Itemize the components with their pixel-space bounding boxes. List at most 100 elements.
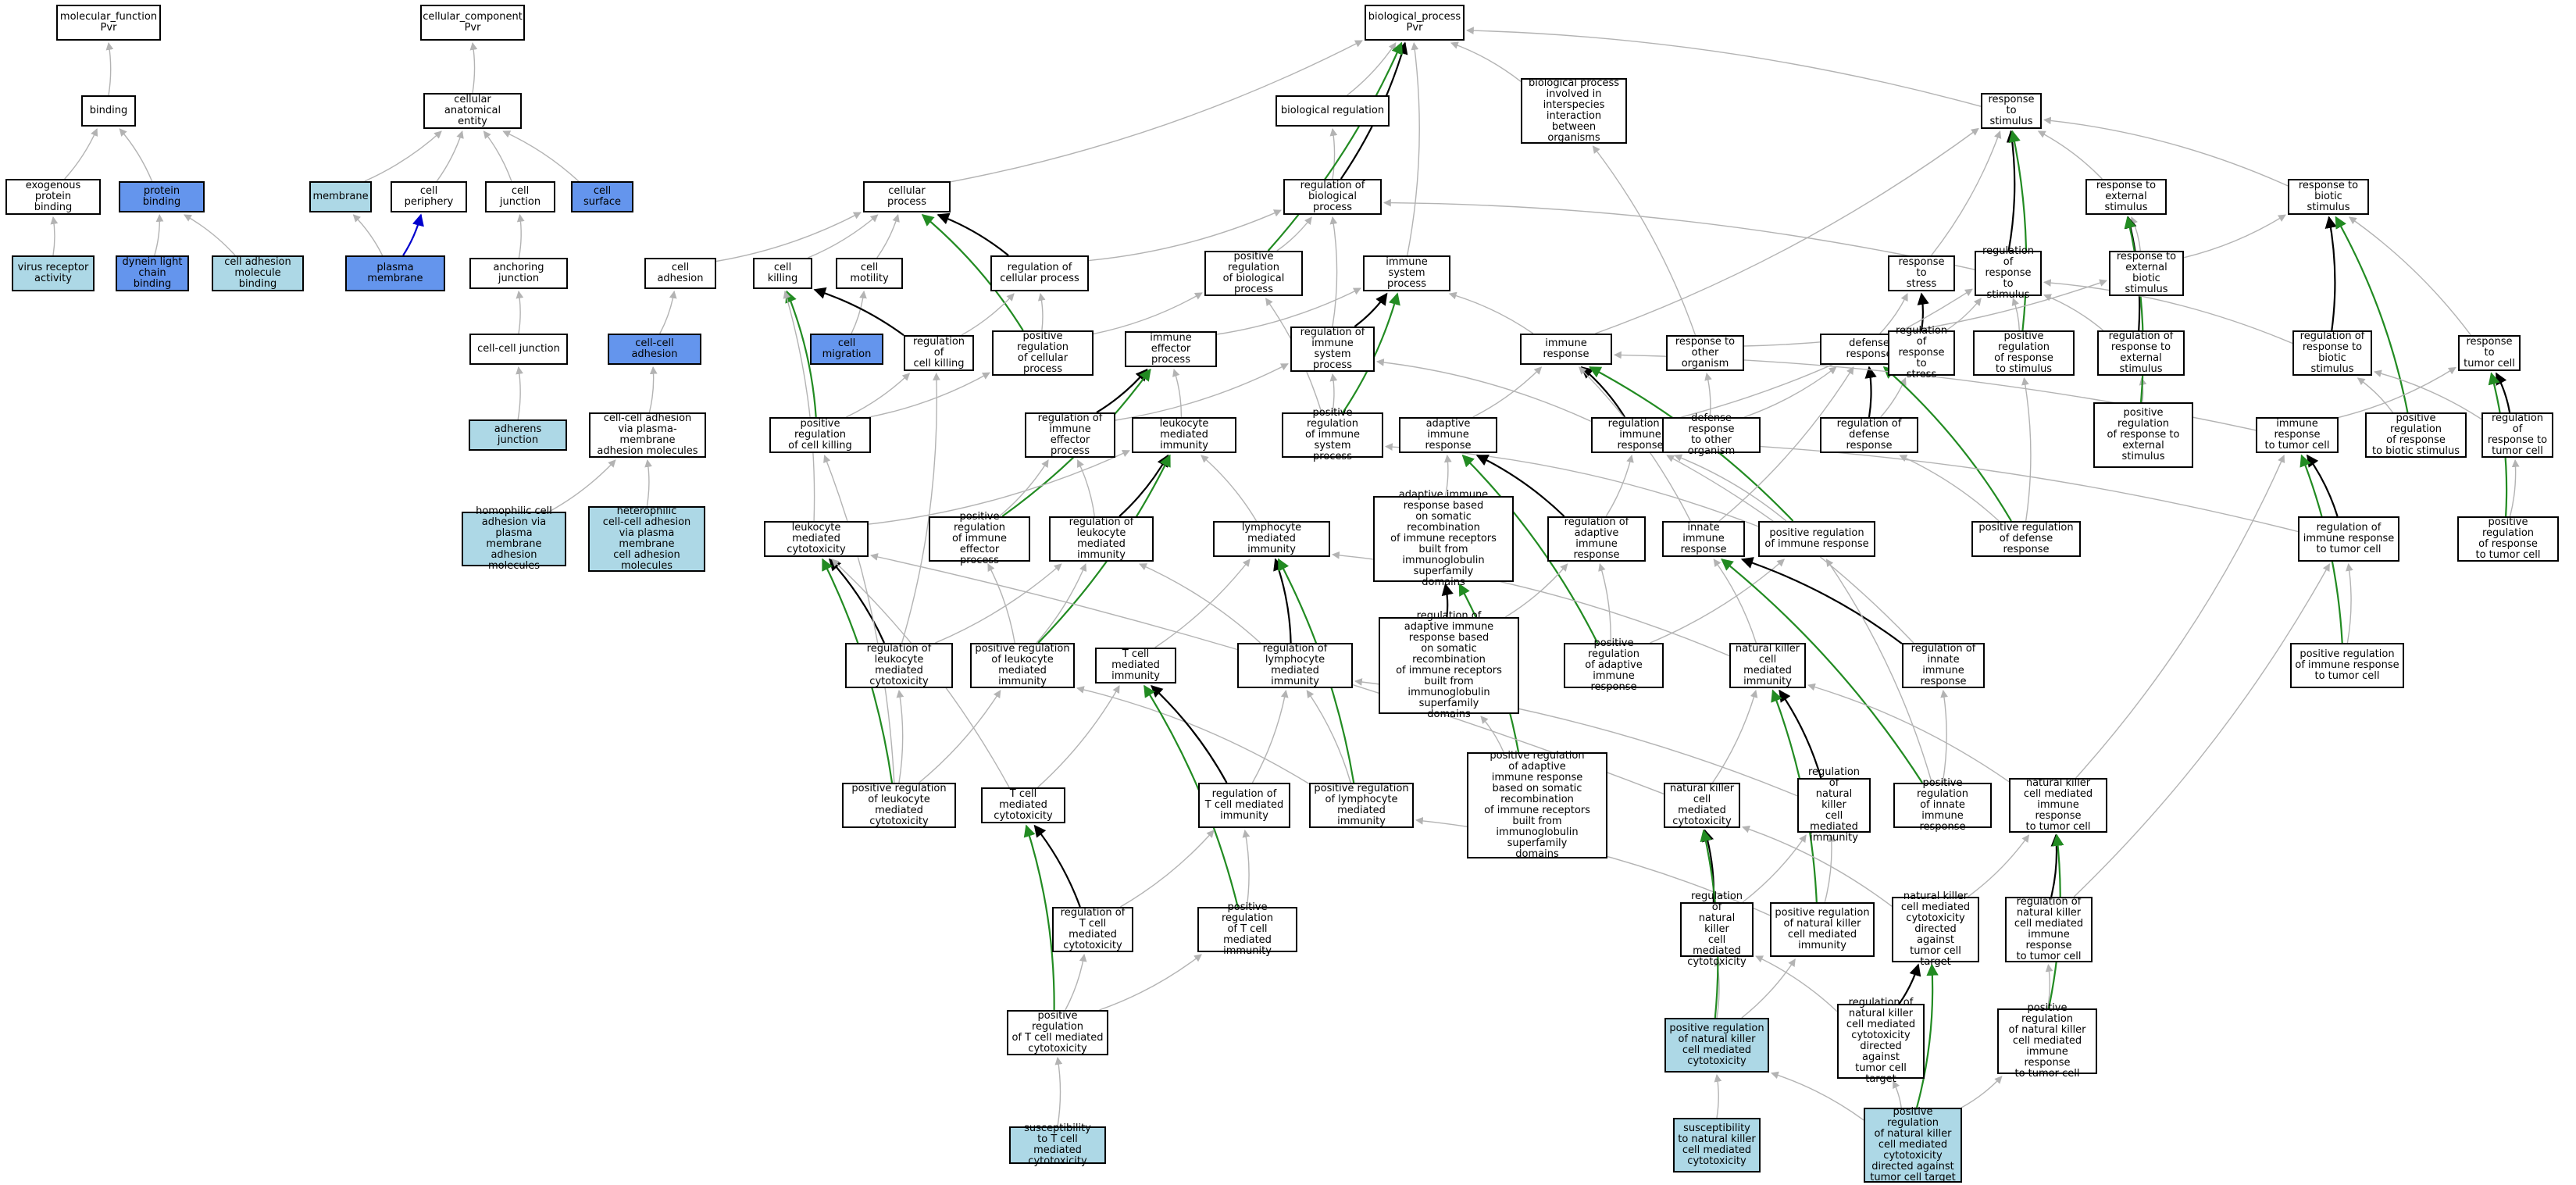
go-term-node-regdr[interactable]: regulation of defense response — [1820, 417, 1918, 453]
go-term-node-posreglmc[interactable]: positive regulation of leukocyte mediate… — [842, 783, 956, 828]
go-term-node-regnkirtumor[interactable]: regulation of natural killer cell mediat… — [2005, 897, 2093, 962]
go-term-node-rext[interactable]: response to external stimulus — [2085, 179, 2167, 215]
go-term-node-posregrs[interactable]: positive regulation of response to stimu… — [1973, 330, 2075, 376]
go-term-node-regnkmc[interactable]: regulation of natural killer cell mediat… — [1680, 891, 1754, 968]
go-term-node-regrbiot[interactable]: regulation of response to biotic stimulu… — [2292, 330, 2372, 376]
go-term-node-regair[interactable]: regulation of adaptive immune response — [1547, 516, 1646, 562]
go-term-node-posregir[interactable]: positive regulation of immune response — [1758, 521, 1875, 557]
go-term-node-regnkmi[interactable]: regulation of natural killer cell mediat… — [1797, 767, 1871, 844]
go-term-node-cellper[interactable]: cell periphery — [391, 181, 467, 212]
go-term-node-ccadhpm[interactable]: cell-cell adhesion via plasma-membrane a… — [589, 412, 706, 458]
go-term-node-anchj[interactable]: anchoring junction — [469, 258, 568, 289]
go-term-node-posregtcmc[interactable]: positive regulation of T cell mediated c… — [1007, 1010, 1108, 1055]
go-term-node-rbiot[interactable]: response to biotic stimulus — [2288, 179, 2369, 215]
go-term-node-regairsom[interactable]: regulation of adaptive immune response b… — [1379, 611, 1519, 720]
go-term-node-expb[interactable]: exogenous protein binding — [5, 179, 101, 215]
go-term-node-posregrtumor[interactable]: positive regulation of response to tumor… — [2457, 516, 2559, 562]
go-term-node-pm[interactable]: plasma membrane — [345, 255, 445, 291]
go-term-node-posregbp[interactable]: positive regulation of biological proces… — [1204, 251, 1303, 296]
go-term-node-camb[interactable]: cell adhesion molecule binding — [212, 255, 304, 291]
go-term-node-regrtumor[interactable]: regulation of response to tumor cell — [2481, 412, 2553, 458]
go-term-node-cae[interactable]: cellular anatomical entity — [423, 93, 522, 129]
go-term-node-cellmot[interactable]: cell motility — [836, 258, 903, 289]
go-term-node-regtcmc[interactable]: regulation of T cell mediated cytotoxici… — [1052, 907, 1133, 952]
go-term-node-dlcb[interactable]: dynein light chain binding — [116, 255, 189, 291]
go-term-node-posregnkmi[interactable]: positive regulation of natural killer ce… — [1770, 902, 1875, 957]
go-term-node-regck[interactable]: regulation of cell killing — [904, 335, 974, 371]
go-term-node-posregisp[interactable]: positive regulation of immune system pro… — [1282, 408, 1383, 462]
go-term-node-tcmc[interactable]: T cell mediated cytotoxicity — [981, 787, 1065, 823]
go-term-node-regrstress[interactable]: regulation of response to stress — [1888, 326, 1955, 380]
go-term-node-nkirtumor[interactable]: natural killer cell mediated immune resp… — [2009, 778, 2107, 833]
go-term-node-protb[interactable]: protein binding — [119, 181, 205, 212]
go-term-node-lymi[interactable]: lymphocyte mediated immunity — [1213, 521, 1330, 557]
go-term-node-bp[interactable]: biological_process Pvr — [1365, 5, 1465, 41]
go-term-node-posregrbiot[interactable]: positive regulation of response to bioti… — [2365, 412, 2467, 458]
go-term-node-posregcp[interactable]: positive regulation of cellular process — [992, 330, 1094, 376]
go-term-node-rtumor[interactable]: response to tumor cell — [2458, 335, 2521, 371]
go-term-node-rstim[interactable]: response to stimulus — [1981, 93, 2042, 129]
go-term-node-regtcmi[interactable]: regulation of T cell mediated immunity — [1198, 783, 1290, 828]
go-term-node-posregck[interactable]: positive regulation of cell killing — [769, 417, 871, 453]
go-term-node-regirtumor[interactable]: regulation of immune response to tumor c… — [2298, 516, 2399, 562]
go-term-node-regcp[interactable]: regulation of cellular process — [990, 255, 1089, 291]
go-term-node-suscnkmc[interactable]: susceptibility to natural killer cell me… — [1673, 1118, 1761, 1173]
go-term-node-vra[interactable]: virus receptor activity — [12, 255, 95, 291]
go-term-node-posregnkmctumor[interactable]: positive regulation of natural killer ce… — [1864, 1107, 1962, 1183]
go-term-node-posregairsom[interactable]: positive regulation of adaptive immune r… — [1467, 751, 1607, 860]
go-term-node-regisp[interactable]: regulation of immune system process — [1290, 327, 1375, 372]
go-term-node-bpint[interactable]: biological process involved in interspec… — [1521, 78, 1627, 144]
go-term-node-lmi[interactable]: leukocyte mediated immunity — [1132, 417, 1236, 453]
go-term-node-rextbiot[interactable]: response to external biotic stimulus — [2109, 251, 2184, 296]
go-term-node-cc[interactable]: cellular_component Pvr — [420, 5, 525, 41]
go-term-node-air[interactable]: adaptive immune response — [1399, 417, 1497, 453]
go-term-node-posregnkmc[interactable]: positive regulation of natural killer ce… — [1664, 1018, 1769, 1073]
go-term-node-celljunc[interactable]: cell junction — [485, 181, 555, 212]
go-term-node-cellkill[interactable]: cell killing — [753, 258, 812, 289]
go-term-node-homoph[interactable]: homophilic cell adhesion via plasma memb… — [462, 506, 566, 572]
go-term-node-celladh[interactable]: cell adhesion — [644, 258, 716, 289]
go-term-node-heteroph[interactable]: heterophilic cell-cell adhesion via plas… — [588, 506, 705, 572]
go-term-node-nkmi[interactable]: natural killer cell mediated immunity — [1729, 643, 1806, 688]
go-term-node-regbp[interactable]: regulation of biological process — [1283, 179, 1382, 215]
go-term-node-cellproc[interactable]: cellular process — [863, 181, 951, 212]
go-term-node-posregnkirtumor[interactable]: positive regulation of natural killer ce… — [1997, 1003, 2097, 1080]
go-term-node-posreglmi[interactable]: positive regulation of leukocyte mediate… — [970, 643, 1075, 688]
go-term-node-reglmi[interactable]: regulation of leukocyte mediated immunit… — [1049, 516, 1154, 562]
go-term-node-nkmctumor[interactable]: natural killer cell mediated cytotoxicit… — [1892, 891, 1979, 968]
go-term-node-ccadh[interactable]: cell-cell adhesion — [608, 334, 701, 365]
go-term-node-susctcmc[interactable]: susceptibility to T cell mediated cytoto… — [1009, 1123, 1106, 1167]
go-term-node-membrane[interactable]: membrane — [309, 181, 372, 212]
go-term-node-regiir[interactable]: regulation of innate immune response — [1902, 643, 1985, 688]
go-term-node-ccj[interactable]: cell-cell junction — [469, 334, 568, 365]
go-term-node-cellsurf[interactable]: cell surface — [571, 181, 633, 212]
go-term-node-iep[interactable]: immune effector process — [1125, 331, 1217, 367]
go-term-node-posreglymi[interactable]: positive regulation of lymphocyte mediat… — [1309, 783, 1414, 828]
go-term-node-posregrext[interactable]: positive regulation of response to exter… — [2093, 402, 2193, 468]
go-term-node-posregair[interactable]: positive regulation of adaptive immune r… — [1564, 638, 1664, 693]
go-term-node-irtumor[interactable]: immune response to tumor cell — [2256, 417, 2339, 453]
go-term-node-posregirtumor[interactable]: positive regulation of immune response t… — [2290, 643, 2404, 688]
go-term-node-rother[interactable]: response to other organism — [1666, 335, 1744, 371]
go-term-node-regrs[interactable]: regulation of response to stimulus — [1975, 246, 2042, 301]
go-term-node-posregiep[interactable]: positive regulation of immune effector p… — [929, 512, 1030, 566]
go-term-node-regnkmctumor[interactable]: regulation of natural killer cell mediat… — [1837, 998, 1925, 1085]
go-term-node-mf[interactable]: molecular_function Pvr — [56, 5, 161, 41]
go-term-node-posregtcmi[interactable]: positive regulation of T cell mediated i… — [1197, 902, 1297, 957]
go-term-node-iir[interactable]: innate immune response — [1662, 521, 1745, 557]
go-term-node-regiep[interactable]: regulation of immune effector process — [1025, 412, 1115, 458]
go-term-node-rstress[interactable]: response to stress — [1888, 255, 1955, 291]
go-term-node-cellmig[interactable]: cell migration — [810, 334, 883, 365]
go-term-node-reglmc[interactable]: regulation of leukocyte mediated cytotox… — [845, 643, 953, 688]
go-term-node-dro[interactable]: defense response to other organism — [1662, 413, 1761, 457]
go-term-node-lmc[interactable]: leukocyte mediated cytotoxicity — [764, 521, 869, 557]
go-term-node-isp[interactable]: immune system process — [1363, 255, 1450, 291]
go-term-node-reglymi[interactable]: regulation of lymphocyte mediated immuni… — [1237, 643, 1353, 688]
go-term-node-posregdr[interactable]: positive regulation of defense response — [1971, 521, 2081, 557]
go-term-node-binding[interactable]: binding — [81, 95, 136, 127]
go-term-node-adhj[interactable]: adherens junction — [469, 419, 567, 451]
go-term-node-tcmi[interactable]: T cell mediated immunity — [1095, 648, 1176, 684]
go-term-node-breg[interactable]: biological regulation — [1276, 95, 1390, 127]
go-term-node-ir[interactable]: immune response — [1520, 334, 1612, 365]
go-term-node-nkmc[interactable]: natural killer cell mediated cytotoxicit… — [1664, 783, 1740, 828]
